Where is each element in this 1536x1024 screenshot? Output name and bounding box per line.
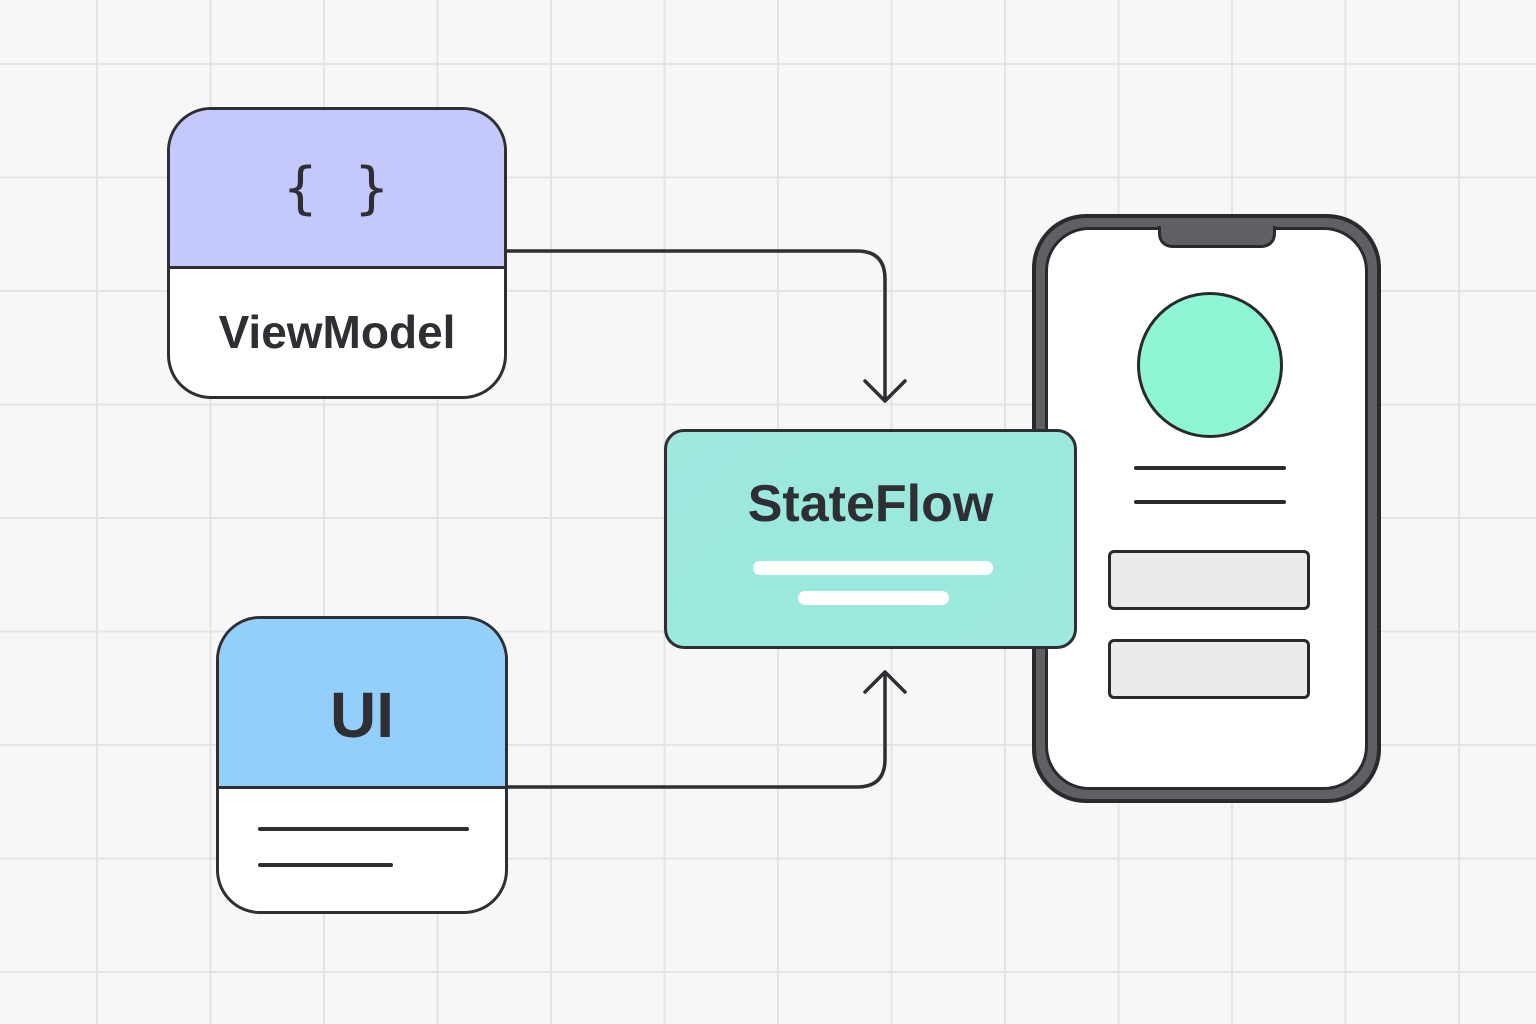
viewmodel-node: { } ViewModel [167,107,507,399]
ui-node: UI [216,616,508,914]
viewmodel-label: ViewModel [218,306,456,358]
viewmodel-to-stateflow-connector [503,249,887,401]
stateflow-bar-2 [798,591,949,605]
arrowhead-up-icon [863,670,907,694]
phone-notch [1158,226,1276,248]
phone-text-line-1 [1134,466,1286,470]
curly-braces-icon: { } [283,155,391,221]
phone-button-1 [1108,550,1310,610]
stateflow-label: StateFlow [747,475,994,533]
ui-header: UI [219,619,505,789]
viewmodel-header: { } [170,110,504,269]
ui-text-line-1 [258,827,469,831]
phone-text-line-2 [1134,500,1286,504]
ui-to-stateflow-connector [503,671,887,789]
ui-label: UI [330,678,394,751]
avatar [1137,292,1283,438]
stateflow-bar-1 [753,561,993,575]
ui-text-line-2 [258,863,393,867]
phone-button-2 [1108,639,1310,699]
stateflow-node: StateFlow [664,429,1077,649]
arrowhead-down-icon [863,379,907,403]
smartphone-icon [1032,214,1381,803]
phone-screen [1045,226,1368,790]
